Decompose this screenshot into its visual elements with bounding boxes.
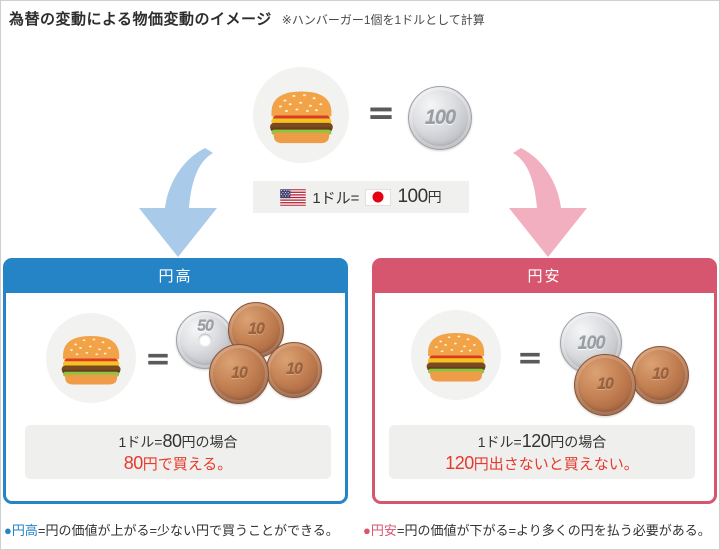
hamburger-icon: [253, 67, 349, 163]
yen-yasu-header: 円安: [375, 261, 714, 293]
footnote-term: 円安: [370, 523, 397, 538]
down-arrow-blue-icon: [139, 148, 217, 257]
yen-yasu-price-box: 1ドル=120円の場合 120円出さないと買えない。: [389, 425, 695, 479]
coin-value: 100: [424, 106, 456, 129]
down-arrow-pink-icon: [509, 148, 587, 257]
rate-result-text: 80円で買える。: [123, 453, 233, 473]
equals-sign: =: [145, 341, 171, 377]
us-flag-icon: [280, 189, 306, 206]
yen-daka-footnote: ●円高=円の価値が上がる=少ない円で買うことができる。: [4, 520, 339, 539]
yen-yasu-panel: 円安 = 100 10 10 1ドル=120円の場合 120円出さないと買えない…: [372, 258, 717, 504]
exchange-rate-label: 1ドル= 100円: [253, 181, 469, 213]
equals-sign: =: [517, 340, 543, 376]
yen-daka-header: 円高: [6, 261, 345, 293]
rate-dollar-text: 1ドル=: [312, 189, 360, 207]
footnote-text: =円の価値が上がる=少ない円で買うことができる。: [37, 523, 339, 538]
hamburger-icon: [411, 310, 501, 400]
rate-result-text: 120円出さないと買えない。: [445, 453, 639, 473]
hamburger-icon: [46, 313, 136, 403]
bullet-icon: ●: [363, 523, 371, 538]
bullet-icon: ●: [4, 523, 12, 538]
coin-10-yen-icon: 10: [209, 344, 269, 404]
rate-case-text: 1ドル=120円の場合: [477, 431, 607, 451]
title-note: ※ハンバーガー1個を1ドルとして計算: [281, 13, 485, 27]
coin-10-yen-icon: 10: [631, 346, 689, 404]
japan-flag-icon: [365, 188, 392, 206]
page-title: 為替の変動による物価変動のイメージ: [9, 11, 272, 28]
yen-daka-price-box: 1ドル=80円の場合 80円で買える。: [25, 425, 331, 479]
rate-case-text: 1ドル=80円の場合: [118, 431, 238, 451]
footnote-term: 円高: [11, 523, 38, 538]
coin-50-yen-icon: 50: [176, 311, 234, 369]
footnote-text: =円の価値が下がる=より多くの円を払う必要がある。: [396, 523, 711, 538]
title-row: 為替の変動による物価変動のイメージ ※ハンバーガー1個を1ドルとして計算: [9, 8, 485, 29]
coin-10-yen-icon: 10: [574, 354, 636, 416]
coin-hole: [198, 333, 212, 347]
yen-daka-panel: 円高 = 50 10 10 10 1ドル=80円の場合 80円で買える。: [3, 258, 348, 504]
coin-10-yen-icon: 10: [266, 342, 322, 398]
coin-100-yen-icon: 100: [408, 86, 472, 150]
equals-sign: =: [366, 93, 396, 133]
rate-yen-text: 100円: [397, 186, 442, 207]
yen-yasu-footnote: ●円安=円の価値が下がる=より多くの円を払う必要がある。: [363, 520, 711, 539]
